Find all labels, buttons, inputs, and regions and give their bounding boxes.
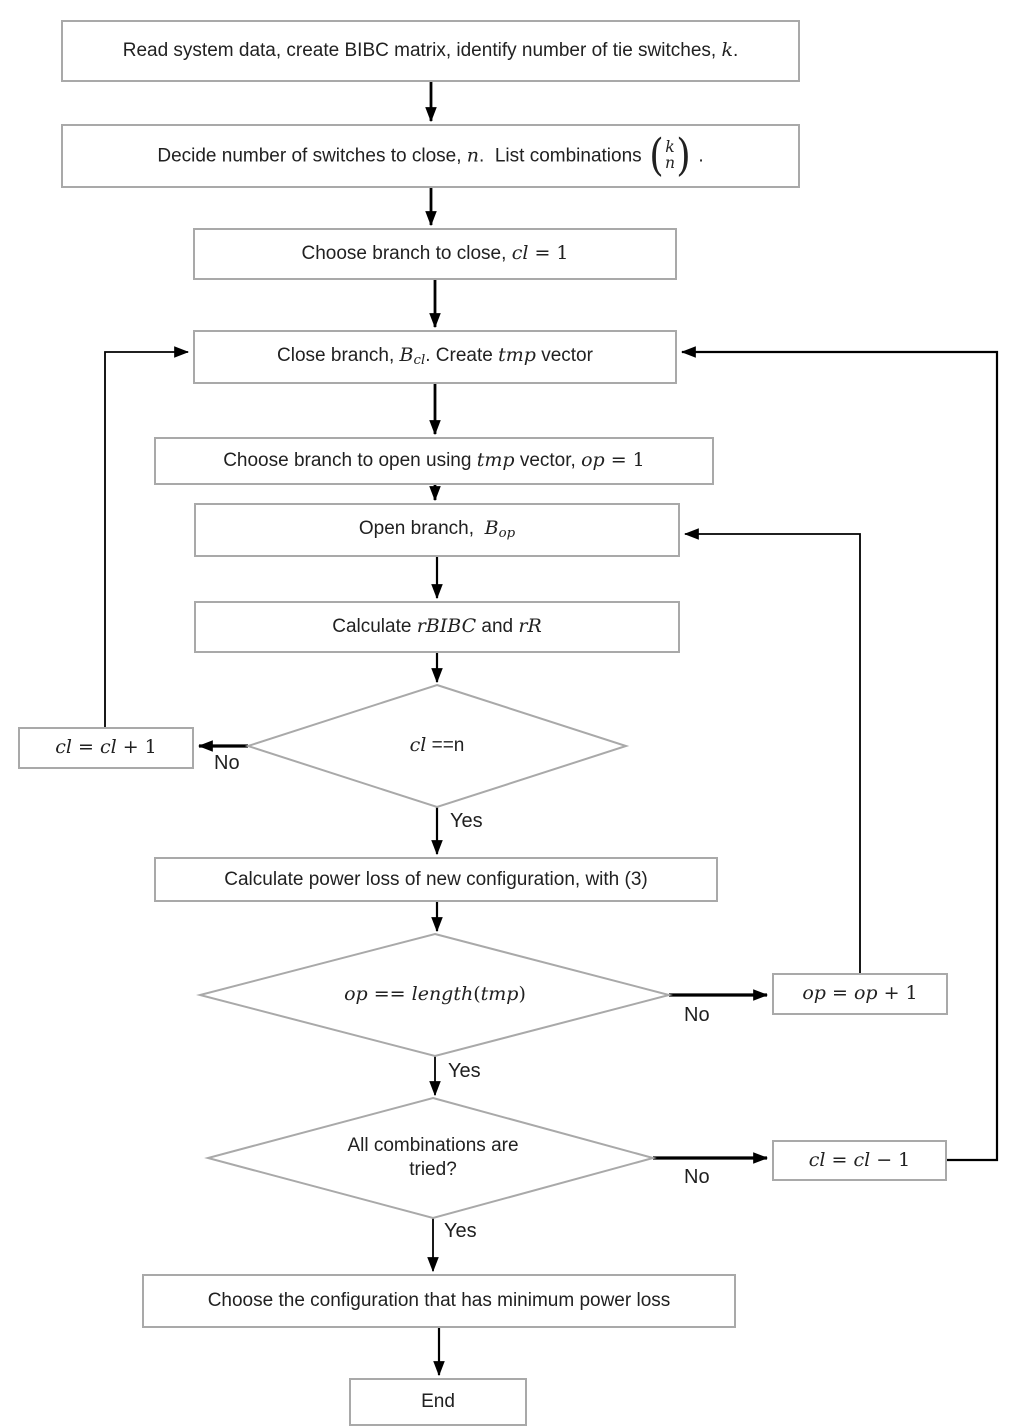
node-calculate-power-loss: Calculate power loss of new configuratio…: [154, 857, 718, 902]
node-choose-configuration-text: Choose the configuration that has minimu…: [207, 1290, 671, 1312]
node-close-branch-text: Close branch, Bcl. Create tmp vector: [277, 344, 593, 369]
node-choose-branch-open: Choose branch to open using tmp vector, …: [154, 437, 714, 485]
node-cl-decrement-text: cl = cl − 1: [808, 1148, 911, 1171]
node-choose-branch-close-text: Choose branch to close, cl = 1: [301, 242, 569, 265]
node-open-branch: Open branch, Bop: [194, 503, 680, 557]
edge-label-no-dec-cl: No: [214, 752, 240, 774]
decision-op-equals-length-label: op == length(tmp): [235, 975, 635, 1015]
node-close-branch: Close branch, Bcl. Create tmp vector: [193, 330, 677, 384]
node-read-system-data-text: Read system data, create BIBC matrix, id…: [122, 39, 739, 62]
decision-all-combinations-label: All combinations are tried?: [308, 1126, 558, 1190]
decision-op-equals-length-shape: [196, 932, 673, 1058]
decision-cl-equals-n-text: cl ==n: [409, 734, 465, 757]
node-choose-branch-open-text: Choose branch to open using tmp vector, …: [223, 449, 645, 472]
node-calculate-rbibc-text: Calculate rBIBC and rR: [332, 615, 542, 638]
edge-label-yes-dec-cl: Yes: [450, 810, 483, 832]
node-op-increment-text: op = op + 1: [802, 982, 918, 1005]
node-end: End: [349, 1378, 527, 1426]
decision-all-combinations-shape: [204, 1096, 657, 1220]
edge-label-yes-dec-op: Yes: [448, 1060, 481, 1082]
edge-label-no-dec-op: No: [684, 1004, 710, 1026]
node-decide-switches: Decide number of switches to close, n. L…: [61, 124, 800, 188]
edge-op-plus-loop: [683, 528, 861, 973]
edge-cl-plus-loop: [104, 346, 190, 727]
node-decide-switches-text: Decide number of switches to close, n. L…: [157, 130, 704, 182]
decision-op-equals-length-text: op == length(tmp): [344, 983, 526, 1006]
edge-cl-minus-loop: [680, 346, 999, 1162]
node-cl-decrement: cl = cl − 1: [772, 1140, 947, 1181]
node-calculate-rbibc: Calculate rBIBC and rR: [194, 601, 680, 653]
node-choose-configuration: Choose the configuration that has minimu…: [142, 1274, 736, 1328]
node-end-text: End: [421, 1391, 455, 1413]
node-choose-branch-close: Choose branch to close, cl = 1: [193, 228, 677, 280]
node-cl-increment: cl = cl + 1: [18, 727, 194, 769]
edge-label-yes-dec-all: Yes: [444, 1220, 477, 1242]
edge-label-no-dec-all: No: [684, 1166, 710, 1188]
decision-cl-equals-n-shape: [244, 683, 630, 809]
node-calculate-power-loss-text: Calculate power loss of new configuratio…: [224, 868, 648, 890]
node-read-system-data: Read system data, create BIBC matrix, id…: [61, 20, 800, 82]
decision-cl-equals-n-label: cl ==n: [287, 726, 587, 766]
node-open-branch-text: Open branch, Bop: [358, 517, 516, 542]
node-op-increment: op = op + 1: [772, 973, 948, 1015]
node-cl-increment-text: cl = cl + 1: [55, 736, 157, 759]
decision-all-combinations-text: All combinations are tried?: [347, 1135, 519, 1180]
